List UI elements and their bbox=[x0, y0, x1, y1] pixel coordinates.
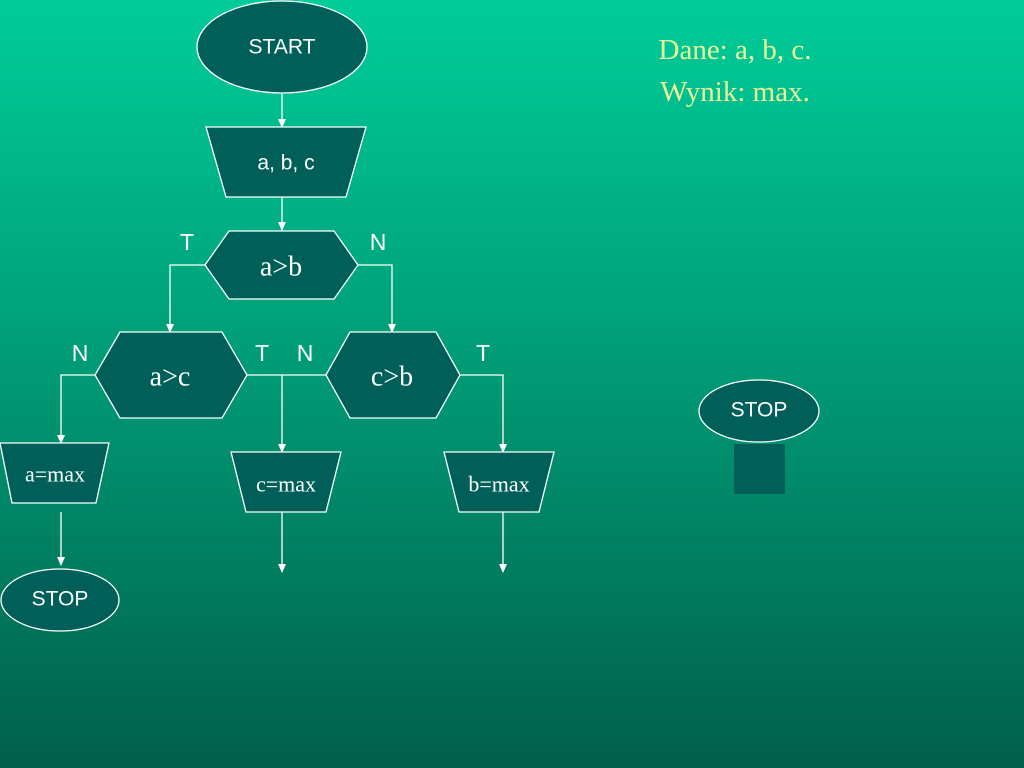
given-data-text: Dane: a, b, c. bbox=[658, 34, 812, 66]
assign-b-label: b=max bbox=[468, 472, 529, 497]
branch-label-ab-true: T bbox=[180, 229, 194, 255]
branch-label-ac-false: N bbox=[72, 340, 89, 366]
assign-a-max bbox=[0, 442, 110, 504]
arrow-ab-true bbox=[166, 264, 205, 333]
assign-c-max bbox=[230, 451, 342, 513]
cond-ac-label: a>c bbox=[150, 362, 191, 393]
input-label: a, b, c bbox=[257, 152, 314, 175]
decision-a-gt-b bbox=[204, 230, 359, 300]
assign-b-max bbox=[443, 451, 555, 513]
assign-c-label: c=max bbox=[256, 472, 316, 497]
stop-left-label: STOP bbox=[32, 588, 89, 611]
result-text: Wynik: max. bbox=[660, 76, 810, 108]
decision-c-gt-b bbox=[325, 331, 461, 419]
arrow-ac-false bbox=[57, 374, 95, 444]
branch-label-ac-true: T bbox=[255, 340, 269, 366]
decision-a-gt-c bbox=[94, 331, 248, 419]
input-shape bbox=[205, 126, 367, 198]
connector-block bbox=[734, 444, 785, 494]
cond-cb-label: c>b bbox=[371, 362, 413, 393]
cond-ab-label: a>b bbox=[260, 252, 302, 283]
assign-a-label: a=max bbox=[25, 462, 85, 487]
arrow-cb-true bbox=[460, 374, 507, 453]
branch-label-cb-true: T bbox=[476, 340, 490, 366]
start-label: START bbox=[249, 36, 316, 59]
arrow-ab-false bbox=[358, 264, 396, 333]
stop-terminal-right bbox=[698, 379, 820, 443]
branch-label-ab-false: N bbox=[370, 229, 387, 255]
stop-right-label: STOP bbox=[731, 399, 788, 422]
start-terminal bbox=[196, 0, 368, 94]
connectors bbox=[57, 94, 507, 573]
stop-terminal-left bbox=[0, 568, 120, 632]
branch-label-cb-false: N bbox=[297, 340, 314, 366]
